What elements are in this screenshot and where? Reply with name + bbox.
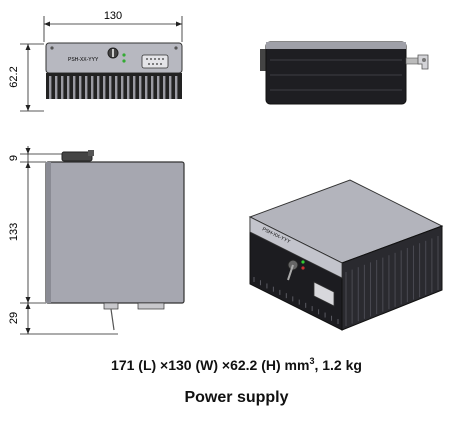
heatsink-fin xyxy=(85,76,88,99)
heatsink-fin xyxy=(91,76,94,99)
heatsink-fin xyxy=(73,76,76,99)
heatsink-fin xyxy=(67,76,70,99)
side-top-label: 9 xyxy=(8,155,20,161)
side-view xyxy=(260,41,429,105)
top-plate xyxy=(45,161,185,304)
heatsink-fin xyxy=(139,76,142,99)
dimension-caption: 171 (L) ×130 (W) ×62.2 (H) mm3, 1.2 kg xyxy=(0,356,473,373)
heatsink-fin xyxy=(109,76,112,99)
iso-right-face xyxy=(341,225,443,331)
heatsink-fin xyxy=(151,76,154,99)
db-connector-icon xyxy=(141,54,169,69)
heatsink-fin xyxy=(79,76,82,99)
heatsink-fin xyxy=(61,76,64,99)
caption-sup: 3 xyxy=(309,356,315,366)
heatsink-fin xyxy=(145,76,148,99)
heatsink-fin xyxy=(127,76,130,99)
caption-tail: , 1.2 kg xyxy=(314,357,362,373)
iso-db-connector-icon xyxy=(313,281,335,307)
side-main-label: 133 xyxy=(8,223,20,241)
side-body xyxy=(265,41,407,105)
heatsink-fin xyxy=(97,76,100,99)
top-view: 9 133 29 xyxy=(8,146,185,335)
heatsink-fin xyxy=(175,76,178,99)
caption-main: 171 (L) ×130 (W) ×62.2 (H) mm xyxy=(111,357,310,373)
heatsink-fin xyxy=(49,76,52,99)
led-icon xyxy=(122,53,126,57)
heatsink-fin xyxy=(133,76,136,99)
front-heatsink xyxy=(46,73,182,99)
heatsink-fin xyxy=(169,76,172,99)
isometric-view: PSH-XX-YYY xyxy=(248,179,444,331)
heatsink-fin xyxy=(121,76,124,99)
key-icon xyxy=(417,54,429,70)
figure-title: Power supply xyxy=(184,389,289,406)
heatsink-fin xyxy=(157,76,160,99)
front-width-label: 130 xyxy=(104,10,122,22)
heatsink-fin xyxy=(103,76,106,99)
side-bottom-label: 29 xyxy=(8,312,20,324)
heatsink-fin xyxy=(55,76,58,99)
heatsink-fin xyxy=(163,76,166,99)
heatsink-fin xyxy=(115,76,118,99)
front-view: 130 62.2 PSH-XX-YYY xyxy=(8,10,183,112)
front-label: PSH-XX-YYY xyxy=(68,57,99,63)
front-height-label: 62.2 xyxy=(8,66,20,87)
